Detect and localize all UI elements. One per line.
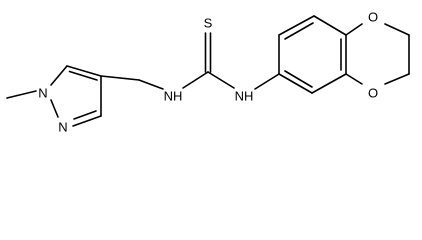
pyrazole-ring [50,65,102,127]
pyrazole-n2-label: N [58,120,67,135]
methyl-group [6,90,37,99]
methylene-linker [100,75,164,90]
thiourea-nh-right-label: NH [235,89,254,104]
thiourea-nh-left-label: NH [164,89,183,104]
chemical-structure: S NH NH N N O O [6,10,410,135]
benzene-ring [278,15,347,94]
pyrazole-n1-label: N [38,86,47,101]
dioxane-o-bottom-label: O [368,86,378,101]
dioxane-ring [345,23,410,85]
thiourea-group [182,32,235,89]
aryl-link [254,73,280,90]
dioxane-o-top-label: O [368,10,378,25]
sulfur-atom-label: S [204,16,213,31]
